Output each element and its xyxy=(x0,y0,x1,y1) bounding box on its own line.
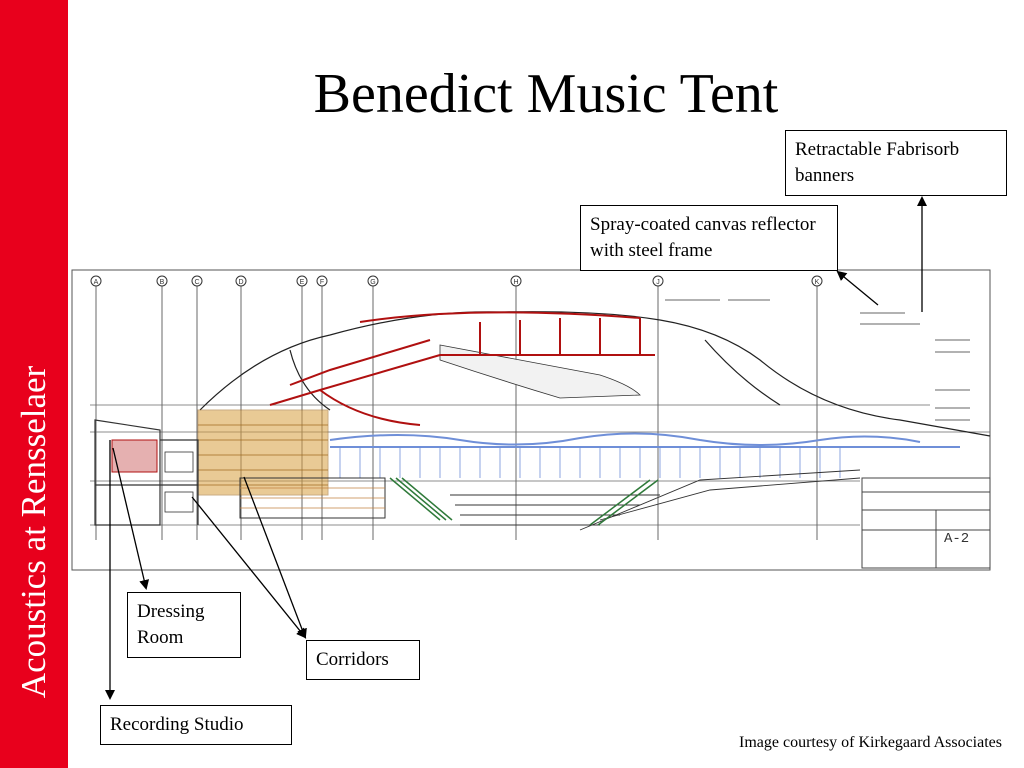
grid-bubbles xyxy=(90,275,823,287)
grid-label-g: G xyxy=(370,279,375,286)
tent-canopy xyxy=(199,311,991,437)
green-stairs-right xyxy=(589,479,659,526)
grid-label-c: C xyxy=(194,279,199,286)
title-block-label: A-2 xyxy=(944,531,969,547)
callout-corridors: Corridors xyxy=(306,640,420,680)
banner-hangers xyxy=(339,447,841,478)
grid-label-b: B xyxy=(160,279,165,286)
callout-recording-studio: Recording Studio xyxy=(100,705,292,745)
sidebar-band: Acoustics at Rensselaer xyxy=(0,0,68,768)
corridor-box xyxy=(164,451,194,473)
stage-floor-lines xyxy=(240,487,385,509)
canvas-reflector xyxy=(439,344,641,399)
wood-shell xyxy=(197,409,329,496)
callout-retractable-banners: Retractable Fabrisorb banners xyxy=(785,130,1007,196)
page-title: Benedict Music Tent xyxy=(313,63,779,125)
grid-label-k: K xyxy=(815,279,820,286)
grid-label-h: H xyxy=(513,279,518,286)
image-credit: Image courtesy of Kirkegaard Associates xyxy=(738,734,1002,751)
blue-banners xyxy=(329,432,960,448)
backstage-building xyxy=(94,419,199,526)
grid-label-j: J xyxy=(656,279,660,286)
corridor-box-lower xyxy=(164,491,194,513)
green-stairs-left xyxy=(389,477,453,521)
title-block xyxy=(861,477,991,569)
callout-canvas-reflector: Spray-coated canvas reflector with steel… xyxy=(580,205,838,271)
wood-shell-detail xyxy=(198,424,328,486)
drawing-frame xyxy=(71,269,991,571)
annotation-ticks xyxy=(665,299,970,421)
dressing-room-window xyxy=(111,439,158,473)
callout-leaders xyxy=(105,196,927,700)
seating-tiers xyxy=(450,469,861,531)
grid-label-e: E xyxy=(300,279,305,286)
callout-dressing-room: Dressing Room xyxy=(127,592,241,658)
steel-truss xyxy=(269,311,655,426)
grid-label-a: A xyxy=(94,279,99,286)
grid-label-d: D xyxy=(238,279,243,286)
grid-label-f: F xyxy=(320,279,324,286)
